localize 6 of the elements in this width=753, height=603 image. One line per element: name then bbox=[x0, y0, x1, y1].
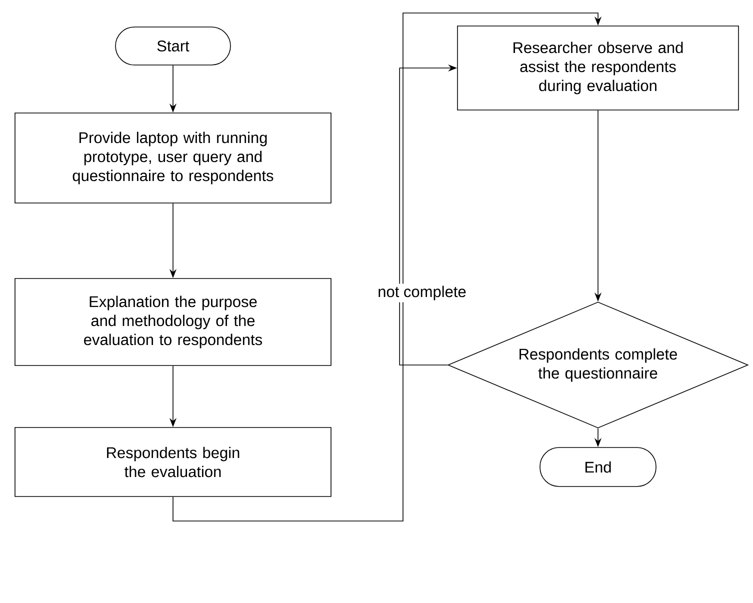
process-box: Explanation the purpose and methodology of the evaluation to respondents bbox=[14, 278, 332, 366]
arrow bbox=[172, 12, 602, 522]
process-box: Provide laptop with running prototype, user query and questionnaire to respondents bbox=[14, 112, 332, 204]
process-box: Respondents begin the evaluation bbox=[14, 427, 332, 497]
edge-label: not complete bbox=[376, 284, 468, 302]
process-box: Researcher observe and assist the respondents during evaluation bbox=[457, 26, 739, 110]
